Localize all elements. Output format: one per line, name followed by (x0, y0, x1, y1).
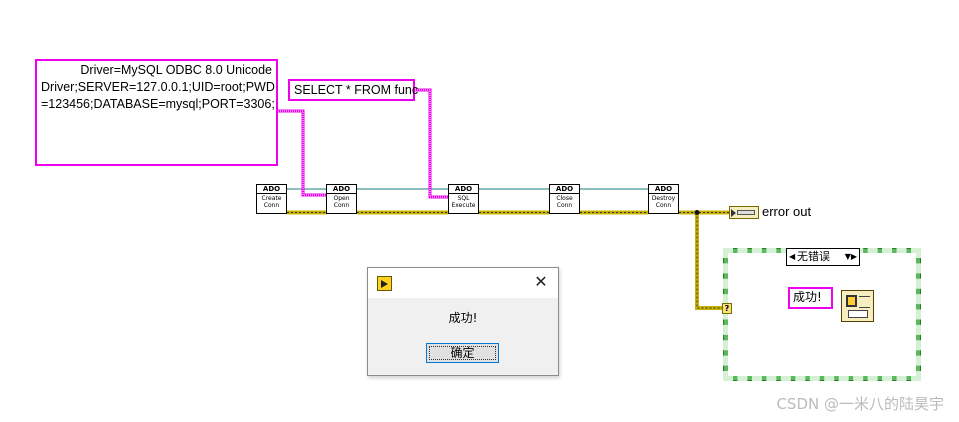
close-icon[interactable]: ✕ (534, 272, 548, 291)
one-button-dialog-node[interactable] (841, 290, 874, 322)
ado-destroy-conn-label: Destroy Conn (651, 195, 676, 209)
dialog-titlebar[interactable] (368, 268, 558, 298)
sql-query-constant[interactable]: SELECT * FROM func (288, 79, 418, 101)
cluster-icon (737, 210, 755, 215)
labview-app-icon (377, 276, 392, 291)
ado-header: ADO (257, 185, 286, 194)
case-selector-value: 无错误 (797, 250, 830, 263)
success-dialog: ✕ 成功! 确定 (367, 267, 559, 376)
ado-destroy-conn-node[interactable]: ADO Destroy Conn (648, 184, 679, 214)
indicator-arrow-icon (731, 209, 736, 217)
case-prev-icon[interactable]: ◀ (789, 252, 796, 261)
ado-sql-execute-label: SQL Execute (451, 195, 476, 209)
case-structure[interactable] (723, 248, 921, 381)
ado-sql-execute-node[interactable]: ADO SQL Execute (448, 184, 479, 214)
dialog-message: 成功! (448, 311, 478, 325)
ado-header: ADO (327, 185, 356, 194)
case-selector[interactable]: ◀ 无错误 ▼▶ (786, 248, 860, 266)
case-selector-terminal[interactable]: ? (722, 303, 732, 314)
connection-string-constant[interactable]: Driver=MySQL ODBC 8.0 Unicode Driver;SER… (35, 59, 278, 166)
ado-open-conn-label: Open Conn (333, 195, 350, 209)
dialog-person-face-icon (848, 297, 855, 305)
ado-close-conn-node[interactable]: ADO Close Conn (549, 184, 580, 214)
ado-open-conn-node[interactable]: ADO Open Conn (326, 184, 357, 214)
ado-header: ADO (550, 185, 579, 194)
watermark: CSDN @一米八的陆昊宇 (776, 395, 944, 413)
ado-header: ADO (649, 185, 678, 194)
ado-close-conn-label: Close Conn (556, 195, 573, 209)
dialog-button-icon (848, 310, 868, 318)
error-cluster-wire (287, 210, 729, 310)
error-out-label: error out (762, 204, 812, 219)
case-dropdown-icon[interactable]: ▼▶ (844, 252, 857, 261)
error-out-indicator[interactable] (729, 206, 759, 219)
message-string-constant[interactable]: 成功! (788, 287, 833, 309)
dialog-text-lines-icon (859, 296, 870, 308)
ado-create-conn-label: Create Conn (261, 195, 282, 209)
ok-button[interactable]: 确定 (426, 343, 499, 363)
ado-create-conn-node[interactable]: ADO Create Conn (256, 184, 287, 214)
ado-header: ADO (449, 185, 478, 194)
